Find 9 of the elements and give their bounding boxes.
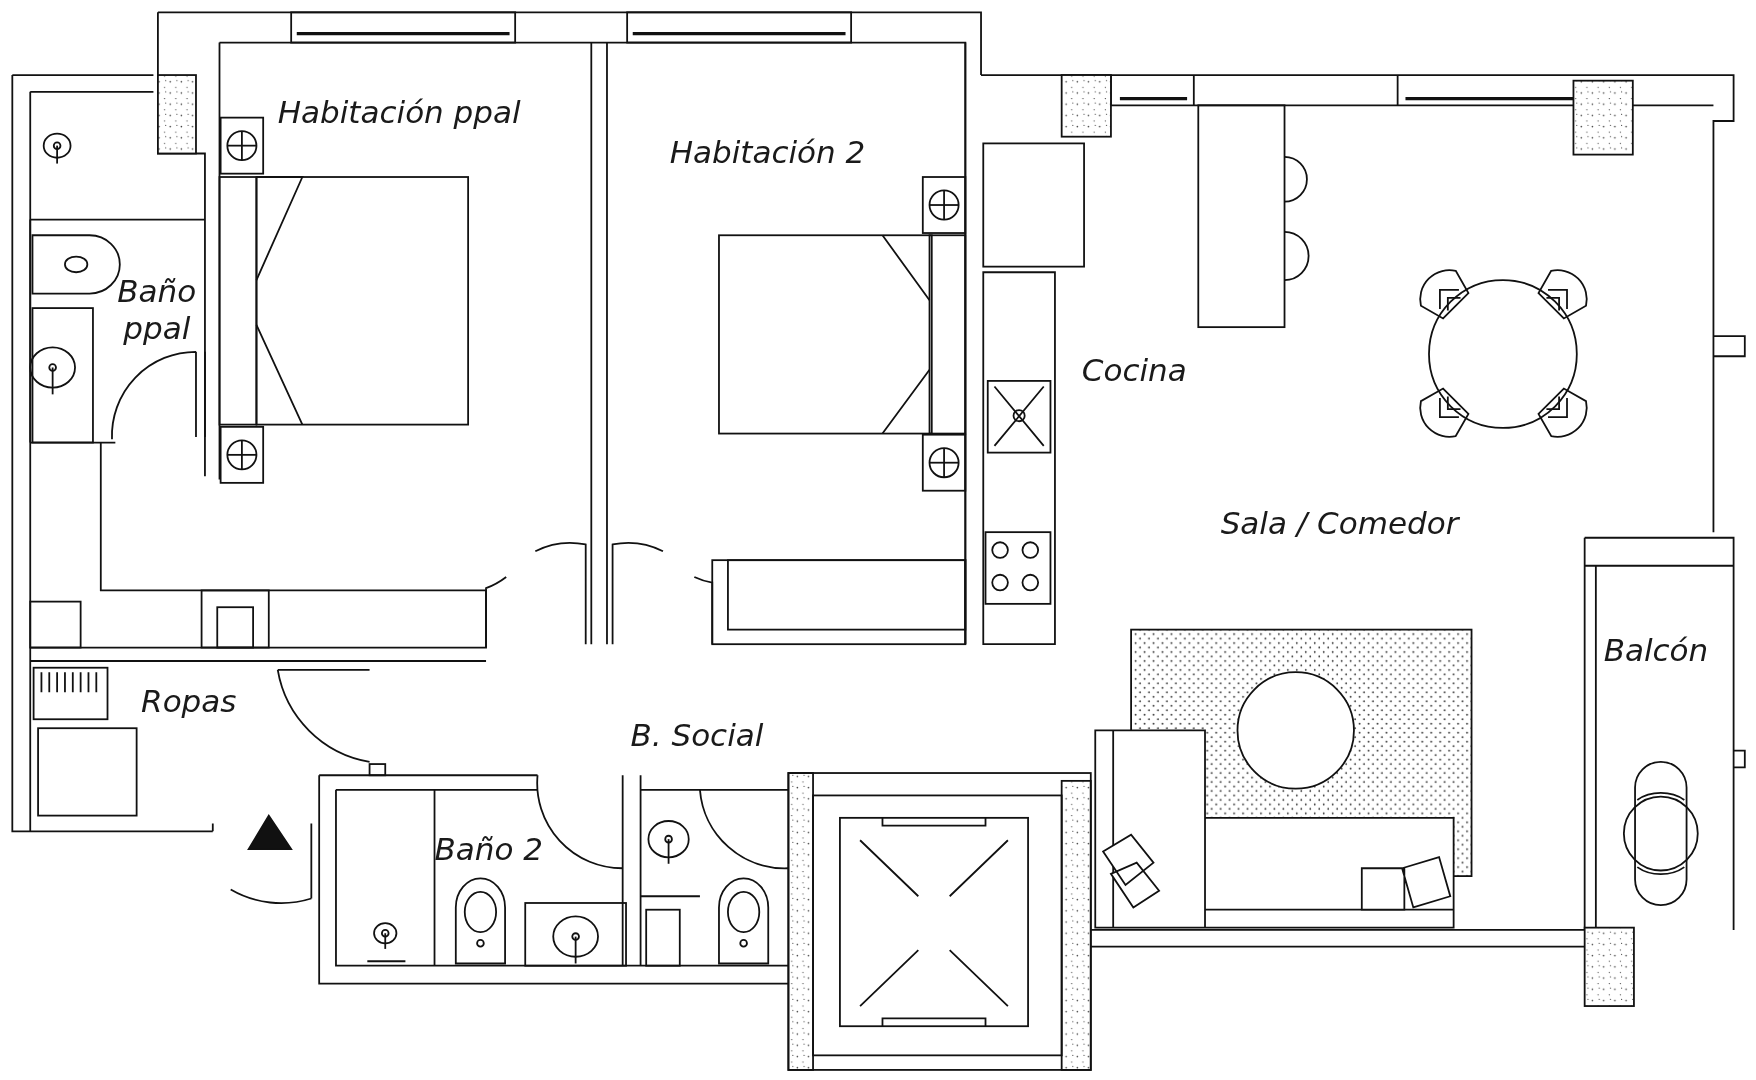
room-label: Habitación 2	[669, 134, 866, 172]
room-label: B. Social	[630, 716, 764, 754]
room-label: Ropas	[141, 683, 237, 721]
room-label: Cocina	[1081, 351, 1187, 389]
room-label: Baño 2	[434, 830, 543, 869]
room-label: Balcón	[1603, 631, 1709, 669]
room-label: Sala / Comedor	[1220, 505, 1459, 543]
room-label: Habitación ppal	[277, 94, 521, 132]
room-label: Baño ppal	[116, 273, 198, 348]
